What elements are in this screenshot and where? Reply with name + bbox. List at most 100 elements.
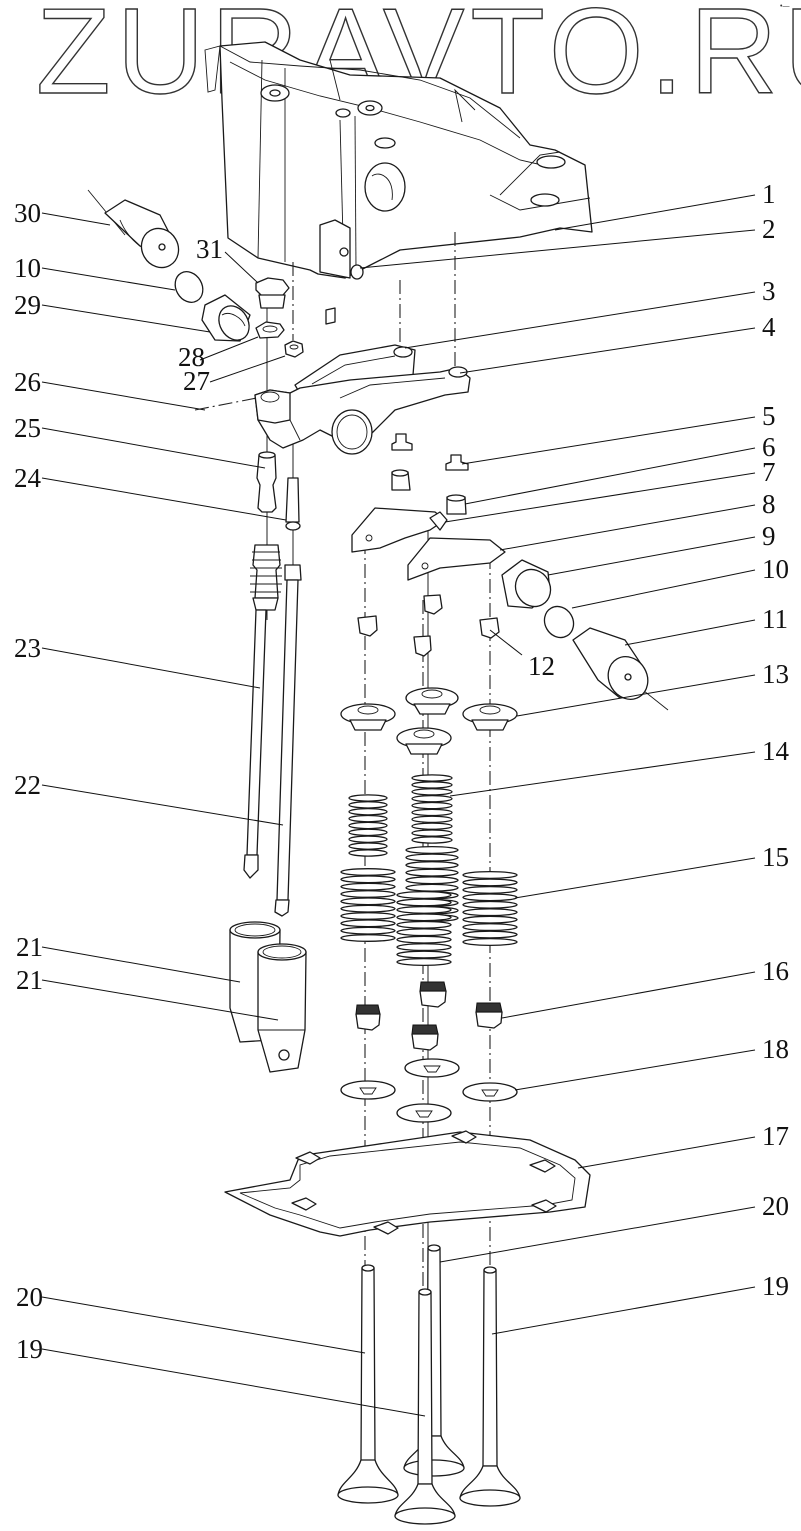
spring-coil <box>411 788 453 796</box>
callout-27: 27 <box>183 355 286 396</box>
pushrod-with-spring-end <box>243 544 282 879</box>
callout-label: 19 <box>762 1271 789 1301</box>
callout-12: 12 <box>489 629 555 681</box>
callout-15: 15 <box>514 842 789 899</box>
dowel-pin <box>325 264 364 325</box>
callout-label: 1 <box>762 179 776 209</box>
valve-stem-seals <box>355 981 503 1051</box>
spring-coil <box>411 815 453 824</box>
callout-label: 10 <box>14 253 41 283</box>
callout-23: 23 <box>14 633 261 689</box>
callout-18: 18 <box>514 1034 789 1091</box>
valve-rear-left <box>337 1264 399 1504</box>
spring-coil <box>411 822 453 830</box>
callout-label: 4 <box>762 312 776 342</box>
callout-20-left: 20 <box>16 1282 366 1354</box>
bushing-right <box>501 559 552 609</box>
spring-coil <box>411 781 453 789</box>
callout-label: 20 <box>16 1282 43 1312</box>
valve-bridge <box>351 507 506 581</box>
retaining-ring-left <box>174 271 204 303</box>
callout-label: 7 <box>762 457 776 487</box>
spring-coil <box>396 905 452 914</box>
spring-coil <box>348 849 388 857</box>
pushrod-upper-end <box>285 477 301 531</box>
callout-3: 3 <box>404 276 776 349</box>
callout-28: 28 <box>178 336 259 372</box>
callout-label: 27 <box>183 366 210 396</box>
valve-cap <box>391 469 467 515</box>
spring-coil <box>348 801 388 809</box>
spring-coil <box>411 794 453 803</box>
spring-coil <box>405 861 459 870</box>
callout-25: 25 <box>14 413 266 469</box>
callout-label: 31 <box>196 234 223 264</box>
spring-coil <box>405 845 459 855</box>
spring-coil <box>462 938 518 947</box>
callout-8: 8 <box>499 489 776 551</box>
spring-coil <box>348 808 388 816</box>
callout-6: 6 <box>464 432 776 505</box>
rocker-shaft-right <box>572 627 649 700</box>
callout-29: 29 <box>14 290 211 333</box>
spring-coil <box>340 926 396 935</box>
spring-coil <box>405 883 459 892</box>
spring-coil <box>348 828 388 837</box>
corner-mark: •— <box>780 3 789 10</box>
spring-coil <box>462 893 518 902</box>
callout-label: 9 <box>762 521 776 551</box>
spring-coil <box>340 912 396 920</box>
spring-coil <box>340 897 396 906</box>
spring-coil <box>411 808 453 817</box>
callout-9: 9 <box>547 521 776 576</box>
spring-coil <box>396 913 452 922</box>
spring-coil <box>462 923 518 932</box>
callout-13: 13 <box>516 659 789 717</box>
spring-coil <box>462 871 518 880</box>
callout-17: 17 <box>577 1121 789 1169</box>
spring-coil <box>411 801 453 810</box>
callout-label: 2 <box>762 214 776 244</box>
callout-labels: 1 2 3 4 5 6 7 8 9 10 11 12 13 14 15 16 1… <box>14 179 790 1417</box>
spring-coil <box>462 930 518 939</box>
spring-coil <box>411 836 453 844</box>
callout-label: 19 <box>16 1334 43 1364</box>
callout-24: 24 <box>14 463 287 521</box>
spring-coil <box>348 821 388 830</box>
spring-coil <box>396 943 452 952</box>
callout-7: 7 <box>444 457 776 523</box>
callout-label: 16 <box>762 956 789 986</box>
spring-coil <box>462 915 518 924</box>
callout-21-upper: 21 <box>16 932 241 983</box>
callout-label: 6 <box>762 432 776 462</box>
callout-26: 26 <box>14 367 206 411</box>
spring-coil <box>405 868 459 877</box>
spring-coil <box>340 890 396 898</box>
pushrod-plain <box>274 564 302 917</box>
callout-label: 25 <box>14 413 41 443</box>
hex-nut-large <box>255 321 285 339</box>
callout-1: 1 <box>554 179 776 231</box>
gasket <box>224 1130 591 1237</box>
spring-coil <box>396 958 452 967</box>
spring-washers <box>340 1058 518 1123</box>
outer-springs <box>340 845 518 967</box>
spring-coil <box>396 935 452 944</box>
valve-front-right <box>459 1266 521 1507</box>
spring-coil <box>348 842 388 850</box>
callout-label: 15 <box>762 842 789 872</box>
valve-keepers <box>357 594 500 657</box>
callout-16: 16 <box>501 956 789 1019</box>
rocker-shaft-left <box>104 199 180 269</box>
callout-19-right: 19 <box>491 1271 789 1335</box>
spring-coil <box>462 900 518 909</box>
spring-coil <box>396 950 452 959</box>
callout-19-left: 19 <box>16 1334 426 1417</box>
callout-30: 30 <box>14 198 111 228</box>
callout-10-left: 10 <box>14 253 176 291</box>
callout-label: 8 <box>762 489 776 519</box>
callout-11: 11 <box>624 604 788 646</box>
callout-label: 20 <box>762 1191 789 1221</box>
